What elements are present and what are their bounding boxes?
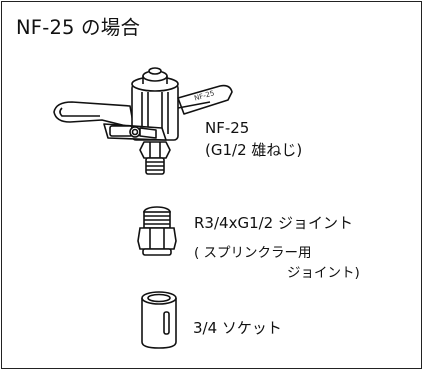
part-detail-joint-2: ジョイント) — [287, 265, 360, 281]
part-name-sprinkler: NF-25 — [205, 119, 250, 137]
part-detail-joint-1: ( スプリンクラー用 — [194, 245, 312, 261]
joint-icon — [137, 206, 177, 256]
sprinkler-icon: NF-25 — [53, 67, 233, 175]
figure-title: NF-25 の場合 — [16, 16, 141, 39]
part-detail-sprinkler: (G1/2 雄ねじ) — [205, 141, 303, 159]
part-name-socket: 3/4 ソケット — [193, 319, 282, 337]
figure-frame — [1, 1, 422, 369]
socket-icon — [141, 291, 177, 349]
part-name-joint: R3/4xG1/2 ジョイント — [194, 214, 353, 232]
